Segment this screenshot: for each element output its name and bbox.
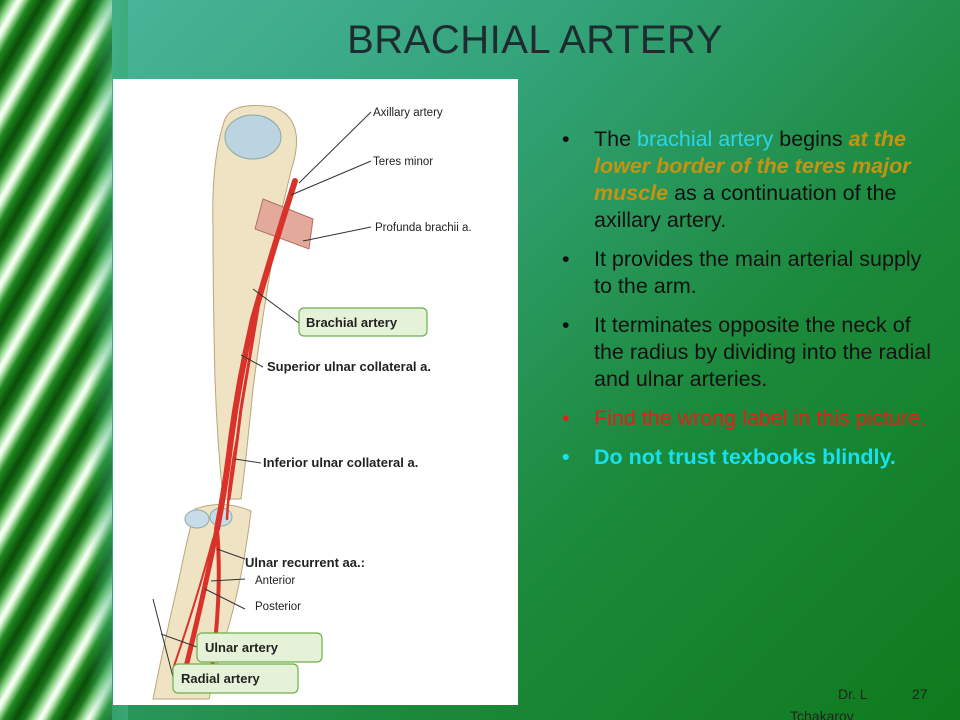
footer-author: Dr. L <box>838 686 868 702</box>
humeral-head <box>224 114 282 160</box>
label-box-radial <box>172 663 299 694</box>
slide-title: BRACHIAL ARTERY <box>347 18 723 62</box>
arm-illustration: Axillary artery Teres minor Profunda bra… <box>152 105 472 700</box>
label-box-brachial <box>298 307 428 337</box>
label-ulnar-artery: Ulnar artery <box>205 640 279 655</box>
bullet-dot: • <box>562 247 570 271</box>
bullet-dot: • <box>562 313 570 337</box>
leader-lines <box>152 111 372 678</box>
label-teres-minor: Teres minor <box>373 156 433 168</box>
footer-author-line2: Tchakarov <box>790 708 854 720</box>
bullet-item-cyan: • Do not trust texbooks blindly. <box>562 445 896 469</box>
bullet-dot: • <box>562 127 570 151</box>
bullet-item: • It terminates opposite the neck of the… <box>562 313 932 391</box>
bullet-list: • The brachial artery begins at the lowe… <box>562 126 932 483</box>
label-box-ulnar <box>196 632 323 663</box>
artery-tree <box>172 178 298 691</box>
bullet-item-red: • Find the wrong label in this picture. <box>562 406 927 430</box>
label-brachial-artery: Brachial artery <box>306 315 398 330</box>
page-number: 27 <box>912 686 928 702</box>
bullet-item: • It provides the main arterial supply t… <box>562 247 922 298</box>
anatomy-figure: Axillary artery Teres minor Profunda bra… <box>113 79 518 705</box>
label-ulnar-recurrent: Ulnar recurrent aa.: <box>245 555 365 570</box>
label-profunda-brachii: Profunda brachii a. <box>375 222 472 234</box>
label-superior-ulnar-collateral: Superior ulnar collateral a. <box>267 359 431 374</box>
label-anterior: Anterior <box>255 575 295 587</box>
label-radial-artery: Radial artery <box>181 671 261 686</box>
label-inferior-ulnar-collateral: Inferior ulnar collateral a. <box>263 455 418 470</box>
humerus-bone <box>212 105 298 500</box>
highlight-brachial-artery: brachial artery <box>637 127 774 151</box>
label-posterior: Posterior <box>255 601 301 613</box>
bullet-item: • The brachial artery begins at the lowe… <box>562 127 911 232</box>
bullet-dot: • <box>562 445 570 469</box>
label-axillary-artery: Axillary artery <box>373 107 443 119</box>
highlight-teres-major: at the lower border of the teres major m… <box>594 127 911 205</box>
bullet-dot: • <box>562 406 570 430</box>
